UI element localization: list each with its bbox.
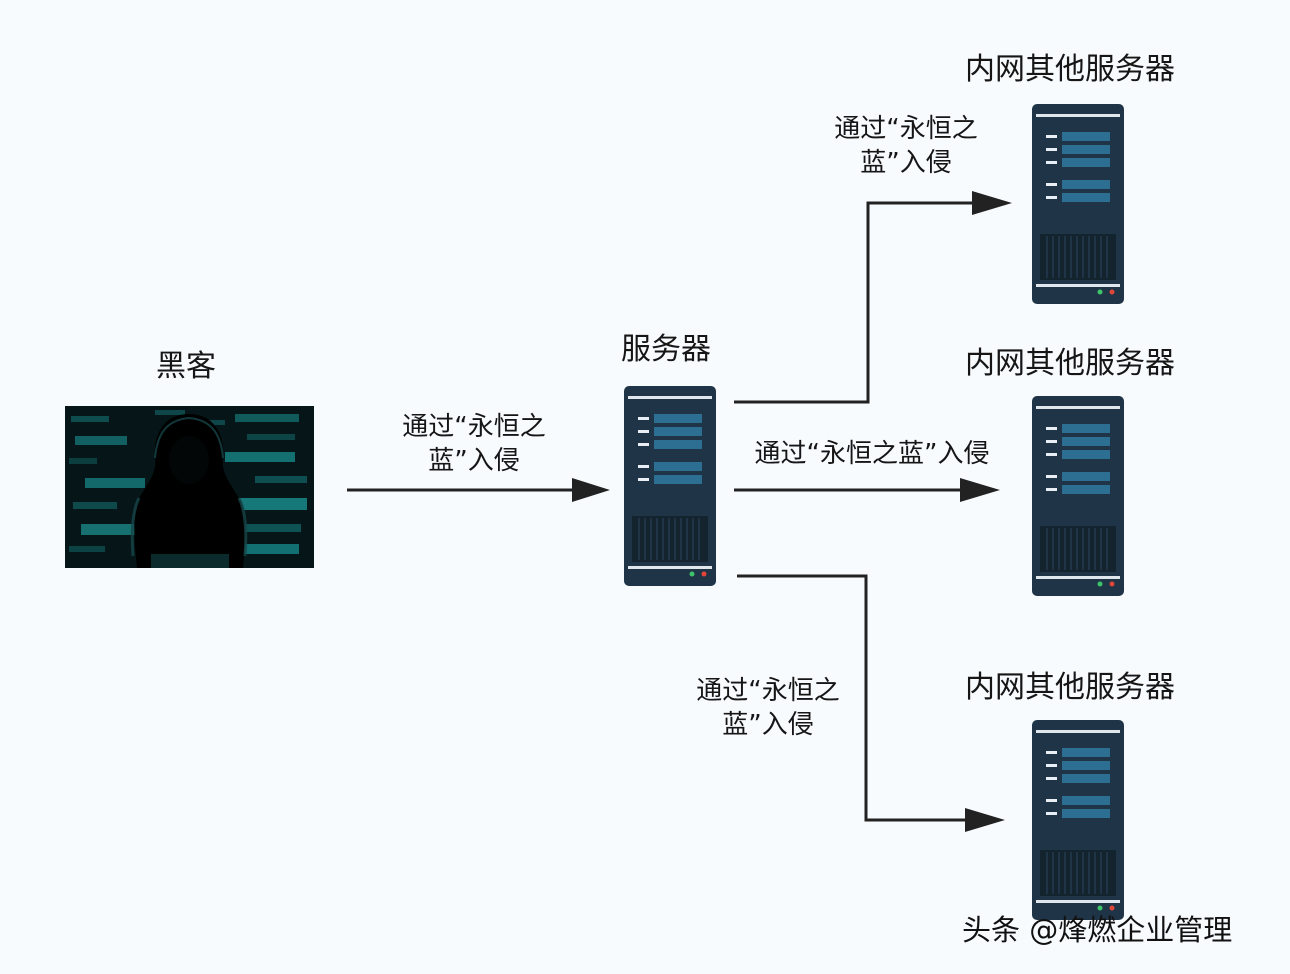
edge-label-line: 通过“永恒之 <box>696 676 840 706</box>
edge-label-to-top: 通过“永恒之 蓝”入侵 <box>812 112 1000 180</box>
edge-server-to-top <box>734 201 975 404</box>
server-node <box>624 386 716 586</box>
edge-label-to-mid: 通过“永恒之蓝”入侵 <box>722 437 1022 471</box>
edge-label-line: 通过“永恒之 <box>402 412 546 442</box>
watermark: 头条 @烽燃企业管理 <box>962 913 1233 947</box>
hacker-photo <box>65 406 314 568</box>
edge-label-line: 通过“永恒之蓝”入侵 <box>754 439 990 469</box>
edge-label-hacker-to-server: 通过“永恒之 蓝”入侵 <box>380 410 568 478</box>
internal-server-mid <box>1032 396 1124 596</box>
arrowhead-server-to-bottom <box>965 808 1005 832</box>
hacker-label: 黑客 <box>156 349 216 384</box>
edge-label-line: 蓝”入侵 <box>860 148 952 178</box>
arrowhead-server-to-top <box>972 191 1012 215</box>
edge-server-to-bottom <box>737 574 968 822</box>
internal-server-top <box>1032 104 1124 304</box>
server-label: 服务器 <box>621 332 711 367</box>
internal-server-bottom <box>1032 720 1124 920</box>
edge-label-to-bottom: 通过“永恒之 蓝”入侵 <box>674 674 862 742</box>
edge-label-line: 蓝”入侵 <box>428 446 520 476</box>
internal-server-mid-label: 内网其他服务器 <box>965 346 1175 381</box>
internal-server-top-label: 内网其他服务器 <box>965 52 1175 87</box>
internal-server-bottom-label: 内网其他服务器 <box>965 670 1175 705</box>
edge-label-line: 蓝”入侵 <box>722 710 814 740</box>
arrowhead-hacker-to-server <box>572 478 610 502</box>
edge-label-line: 通过“永恒之 <box>834 114 978 144</box>
arrowhead-server-to-mid <box>960 478 1000 502</box>
